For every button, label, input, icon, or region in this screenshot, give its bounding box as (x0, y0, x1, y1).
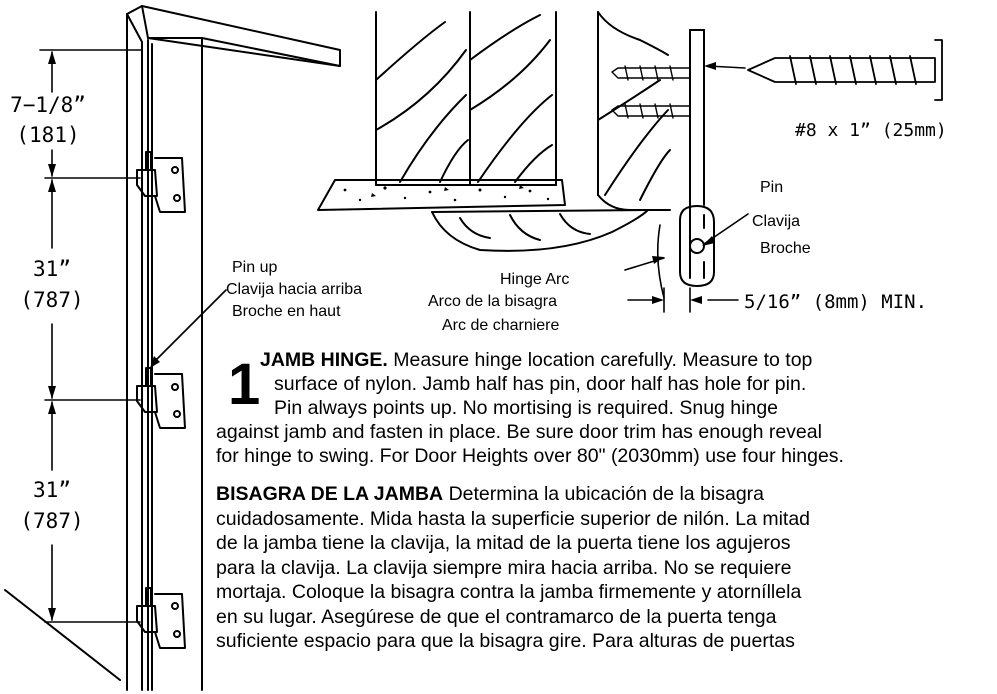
dim-top-inches: 7−1/8” (10, 93, 86, 117)
es-line-1: cuidadosamente. Mida hasta la superficie… (216, 507, 811, 530)
es-line-6: suficiente espacio para que la bisagra g… (216, 630, 795, 652)
pin-fr: Broche (760, 240, 811, 257)
hinge-arc-en: Hinge Arc (500, 271, 569, 288)
es-line-3: para la clavija. La clavija siempre mira… (216, 556, 792, 579)
hinge-arc-fr: Arc de charniere (442, 317, 559, 334)
jamb-hinge-middle (136, 367, 186, 429)
dim-bottom-inches: 31” (33, 478, 71, 502)
dimension-labels: 7−1/8” (181) 31” (787) 31” (787) (10, 93, 86, 533)
spanish-instructions: BISAGRA DE LA JAMBA Determina la ubicaci… (216, 482, 997, 654)
pin-up-es: Clavija hacia arriba (226, 281, 362, 298)
clearance-label: 5/16” (8mm) MIN. (744, 291, 927, 313)
hinge-arc-es: Arco de la bisagra (428, 293, 557, 310)
hinge-arc-callout: Hinge Arc Arco de la bisagra Arc de char… (428, 271, 569, 334)
dim-bottom-mm: (787) (20, 509, 83, 533)
step-number: 1 (228, 352, 261, 417)
door-jamb-drawing (4, 5, 341, 691)
instruction-block: 1 JAMB HINGE. Measure hinge location car… (216, 348, 997, 654)
dimension-arrowheads (48, 51, 56, 621)
concrete-texture (343, 185, 550, 202)
pin-up-fr: Broche en haut (232, 303, 341, 320)
es-line-2: de la jamba tiene la clavija, la mitad d… (216, 532, 791, 554)
dim-middle-inches: 31” (33, 257, 71, 281)
es-line-0: BISAGRA DE LA JAMBA Determina la ubicaci… (216, 483, 765, 505)
pin-es: Clavija (752, 213, 800, 230)
jamb-hinge-bottom (136, 587, 186, 649)
pin-up-en: Pin up (232, 259, 277, 276)
dim-middle-mm: (787) (20, 288, 83, 312)
pin-callout: Pin Clavija Broche (752, 179, 811, 257)
callout-leaders (624, 65, 749, 313)
callout-arrowheads (652, 62, 716, 304)
section-view-drawing (317, 11, 715, 299)
screw-illustration (747, 39, 943, 101)
en-line-3: against jamb and fasten in place. Be sur… (216, 421, 822, 443)
es-line-4: mortaja. Coloque la bisagra contra la ja… (216, 581, 802, 603)
pin-up-callout: Pin up Clavija hacia arriba Broche en ha… (226, 259, 362, 320)
jamb-hinge-top (136, 151, 186, 213)
en-line-2: Pin always points up. No mortising is re… (274, 397, 779, 419)
en-line-1: surface of nylon. Jamb half has pin, doo… (274, 373, 807, 395)
installed-screws (611, 65, 691, 119)
en-line-0: JAMB HINGE. Measure hinge location caref… (260, 349, 813, 371)
dim-top-mm: (181) (16, 123, 79, 147)
pin-en: Pin (760, 179, 783, 196)
dimension-lines (39, 49, 143, 623)
english-instructions: JAMB HINGE. Measure hinge location caref… (216, 348, 997, 468)
pin-up-leader (151, 289, 227, 365)
screw-size-label: #8 x 1” (25mm) (795, 120, 947, 141)
en-line-4: for hinge to swing. For Door Heights ove… (216, 445, 844, 467)
es-line-5: en su lugar. Asegúrese de que el contram… (216, 605, 777, 628)
